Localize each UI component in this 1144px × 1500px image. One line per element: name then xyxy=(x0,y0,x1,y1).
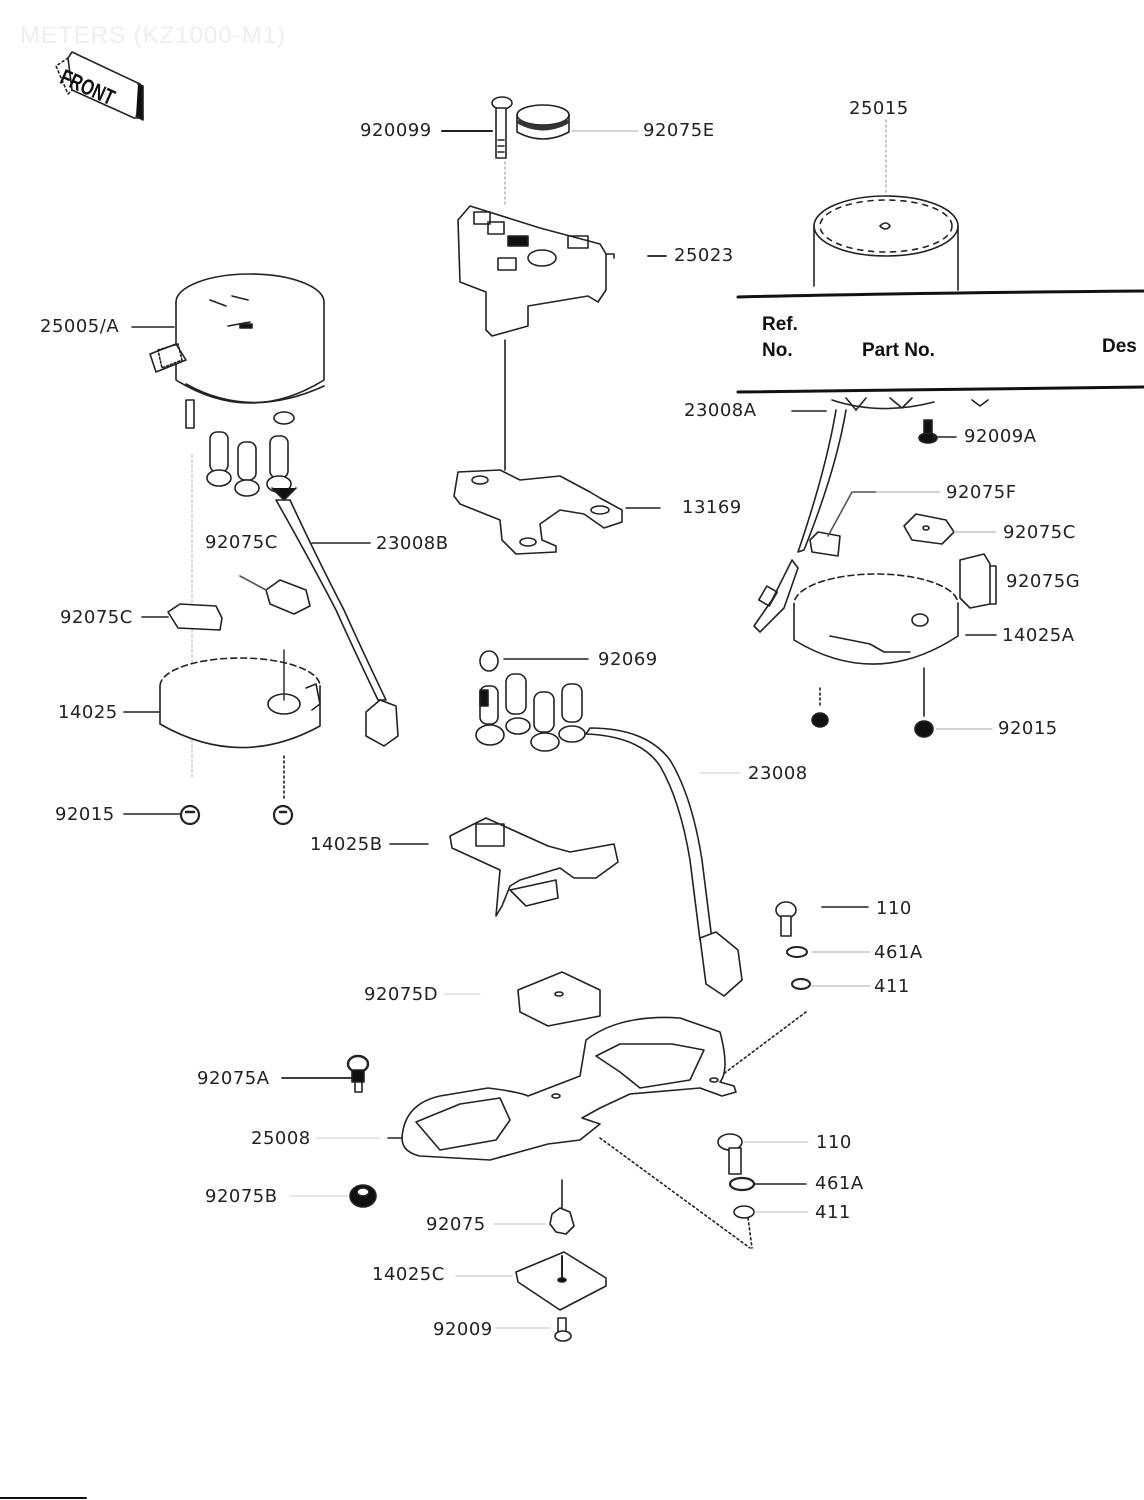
table-header-part-no: Part No. xyxy=(862,340,935,361)
callout-92015-right: 92015 xyxy=(998,718,1058,739)
callout-920099: 920099 xyxy=(360,120,432,141)
callout-461A-lower: 461A xyxy=(815,1173,864,1194)
callout-461A-upper: 461A xyxy=(874,942,923,963)
callout-92015-left: 92015 xyxy=(55,804,115,825)
callout-92075B: 92075B xyxy=(205,1186,278,1207)
grommet-92075-icon xyxy=(493,1179,575,1235)
tachometer-25015-icon xyxy=(813,119,959,291)
callout-92075C-left-lower: 92075C xyxy=(60,607,133,628)
pad-92075C-left-upper-icon xyxy=(239,575,311,615)
callout-92075F: 92075F xyxy=(946,482,1017,503)
callout-92075D: 92075D xyxy=(364,984,439,1005)
speedometer-25005A-icon xyxy=(131,273,325,429)
callout-92075A: 92075A xyxy=(197,1068,270,1089)
bracket-14025B-icon xyxy=(389,817,619,917)
pad-92075C-left-lower-icon xyxy=(141,603,223,631)
bracket-13169-icon xyxy=(453,469,661,555)
callout-25015: 25015 xyxy=(849,98,909,119)
pad-14025C-icon xyxy=(455,1251,607,1311)
callout-411-lower: 411 xyxy=(815,1202,851,1223)
bulb-sockets-92069-icon xyxy=(475,650,589,752)
callout-23008B: 23008B xyxy=(376,533,449,554)
grommet-92075A-icon xyxy=(281,1054,370,1093)
callout-92075: 92075 xyxy=(426,1214,486,1235)
bolt-washer-set-lower-icon xyxy=(717,1133,809,1249)
callout-13169: 13169 xyxy=(682,497,742,518)
callout-14025: 14025 xyxy=(58,702,118,723)
callout-411-upper: 411 xyxy=(874,976,910,997)
callout-14025C: 14025C xyxy=(372,1264,445,1285)
callout-23008: 23008 xyxy=(748,763,808,784)
diagram-title: METERS (KZ1000-M1) xyxy=(20,22,287,49)
callout-25005A: 25005/A xyxy=(40,316,120,337)
clip-92075F-icon xyxy=(809,491,941,557)
block-92075G-icon xyxy=(959,553,997,609)
table-header-ref-line1: Ref. xyxy=(762,314,798,335)
nut-right-pair-icon xyxy=(811,712,993,738)
screw-920099-icon xyxy=(441,96,513,159)
callout-110-lower: 110 xyxy=(816,1132,852,1153)
callout-14025A: 14025A xyxy=(1002,625,1075,646)
screw-92009A-icon xyxy=(918,419,957,444)
callout-92075C-left-upper: 92075C xyxy=(205,532,278,553)
callout-25023: 25023 xyxy=(674,245,734,266)
callout-92009A: 92009A xyxy=(964,426,1037,447)
callout-92069: 92069 xyxy=(598,649,658,670)
front-arrow-icon xyxy=(55,51,144,121)
tachometer-base-icon xyxy=(831,397,989,411)
grommet-92075E-icon xyxy=(516,104,639,140)
wire-23008A-icon xyxy=(753,409,847,633)
pad-92075C-right-icon xyxy=(903,513,997,545)
wire-23008-icon xyxy=(585,727,743,997)
callout-14025B: 14025B xyxy=(310,834,383,855)
callout-92075C-right: 92075C xyxy=(1003,522,1076,543)
callout-25008: 25008 xyxy=(251,1128,311,1149)
callout-92075E: 92075E xyxy=(643,120,715,141)
nut-left-pair-icon xyxy=(123,804,294,826)
nut-92075B-icon xyxy=(289,1184,377,1208)
callout-23008A: 23008A xyxy=(684,400,757,421)
parts-table-header-lines xyxy=(736,289,1144,394)
pad-92075D-icon xyxy=(443,971,601,1027)
screw-92009-icon xyxy=(495,1317,572,1342)
table-header-description: Des xyxy=(1102,336,1137,357)
base-plate-25008-icon xyxy=(315,1016,751,1249)
table-header-ref-line2: No. xyxy=(762,340,793,361)
wire-23008B-icon xyxy=(275,499,399,747)
callout-110-upper: 110 xyxy=(876,898,912,919)
case-14025A-icon xyxy=(793,573,997,717)
case-14025-icon xyxy=(123,649,321,801)
callout-92075G: 92075G xyxy=(1006,571,1081,592)
callout-92009: 92009 xyxy=(433,1319,493,1340)
indicator-housing-25023-icon xyxy=(457,205,667,337)
bolt-washer-set-upper-icon xyxy=(717,901,871,1079)
